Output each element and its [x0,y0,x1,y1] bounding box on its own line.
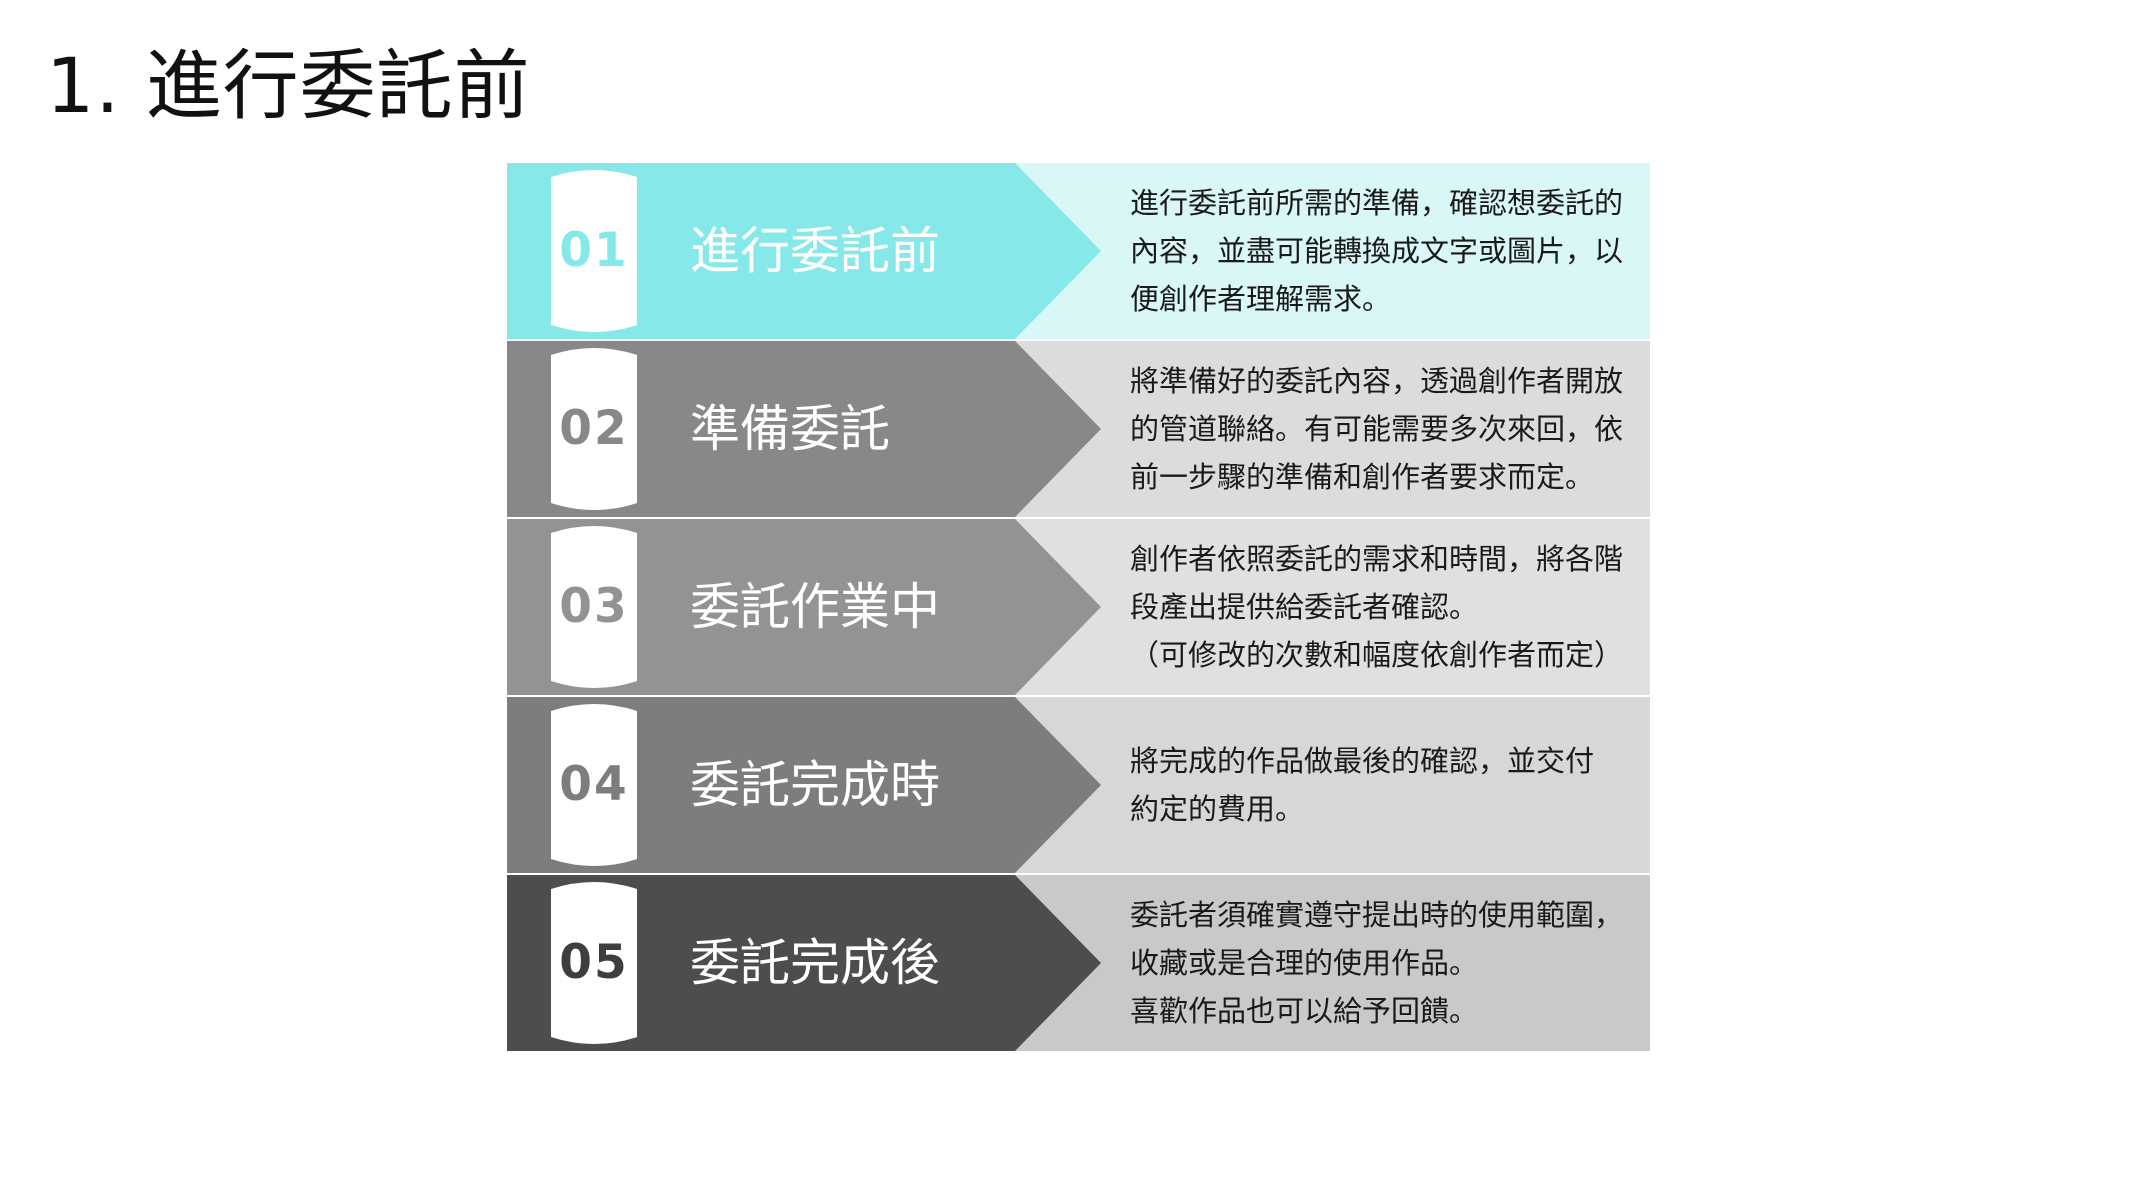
step-number: 03 [559,579,629,634]
step-description-line: 將準備好的委託內容，透過創作者開放 [1130,364,1624,398]
process-step: 03 委託作業中 創作者依照委託的需求和時間，將各階段產出提供給委託者確認。 （可修改… [507,519,1650,695]
step-arrow-shape [507,697,1607,873]
step-description-line: 進行委託前所需的準備，確認想委託的 [1130,186,1624,220]
step-description-line: （可修改的次數和幅度依創作者而定） [1130,638,1624,672]
step-description-line: 便創作者理解需求。 [1130,282,1392,316]
step-arrow-shape [507,519,1607,695]
step-number-badge [551,347,637,511]
step-number-badge [551,169,637,333]
step-arrow-shape [507,163,1607,339]
step-description-line: 約定的費用。 [1130,792,1305,826]
step-description-line: 的管道聯絡。有可能需要多次來回，依 [1130,412,1624,446]
step-description-line: 創作者依照委託的需求和時間，將各階 [1130,542,1624,576]
step-description-line: 段產出提供給委託者確認。 [1130,590,1479,624]
step-number-badge [551,703,637,867]
step-description: 將完成的作品做最後的確認，並交付約定的費用。 [1130,697,1635,873]
step-number: 01 [559,223,629,278]
step-arrow-shape [507,341,1607,517]
process-step: 01 進行委託前 進行委託前所需的準備，確認想委託的內容，並盡可能轉換成文字或圖片，… [507,163,1650,339]
step-description-line: 喜歡作品也可以給予回饋。 [1130,994,1479,1028]
step-title: 進行委託前 [690,222,940,280]
step-description-line: 將完成的作品做最後的確認，並交付 [1130,744,1595,778]
step-description: 委託者須確實遵守提出時的使用範圍， 收藏或是合理的使用作品。喜歡作品也可以給予回饋… [1130,875,1635,1051]
step-description: 創作者依照委託的需求和時間，將各階段產出提供給委託者確認。 （可修改的次數和幅度依… [1130,519,1635,695]
step-title: 委託完成時 [690,756,940,814]
step-number: 05 [559,935,629,990]
step-number-badge [551,525,637,689]
process-steps: 01 進行委託前 進行委託前所需的準備，確認想委託的內容，並盡可能轉換成文字或圖片，… [507,163,1650,1053]
step-number-badge [551,881,637,1045]
step-number: 04 [559,757,629,812]
step-title: 委託作業中 [690,578,940,636]
step-number: 02 [559,401,629,456]
step-title: 委託完成後 [690,934,940,992]
step-title: 準備委託 [690,400,890,458]
step-description-line: 前一步驟的準備和創作者要求而定。 [1130,460,1595,494]
process-step: 04 委託完成時 將完成的作品做最後的確認，並交付約定的費用。 [507,697,1650,873]
step-description-line: 收藏或是合理的使用作品。 [1130,946,1479,980]
step-description-line: 內容，並盡可能轉換成文字或圖片，以 [1130,234,1624,268]
process-step: 05 委託完成後 委託者須確實遵守提出時的使用範圍， 收藏或是合理的使用作品。喜歡作品… [507,875,1650,1051]
step-description: 進行委託前所需的準備，確認想委託的內容，並盡可能轉換成文字或圖片，以便創作者理解… [1130,163,1635,339]
step-description-line: 委託者須確實遵守提出時的使用範圍， [1130,898,1624,932]
step-arrow-shape [507,875,1607,1051]
page-title: 1. 進行委託前 [46,41,531,130]
process-step: 02 準備委託 將準備好的委託內容，透過創作者開放的管道聯絡。有可能需要多次來回，依… [507,341,1650,517]
step-description: 將準備好的委託內容，透過創作者開放的管道聯絡。有可能需要多次來回，依前一步驟的準… [1130,341,1635,517]
